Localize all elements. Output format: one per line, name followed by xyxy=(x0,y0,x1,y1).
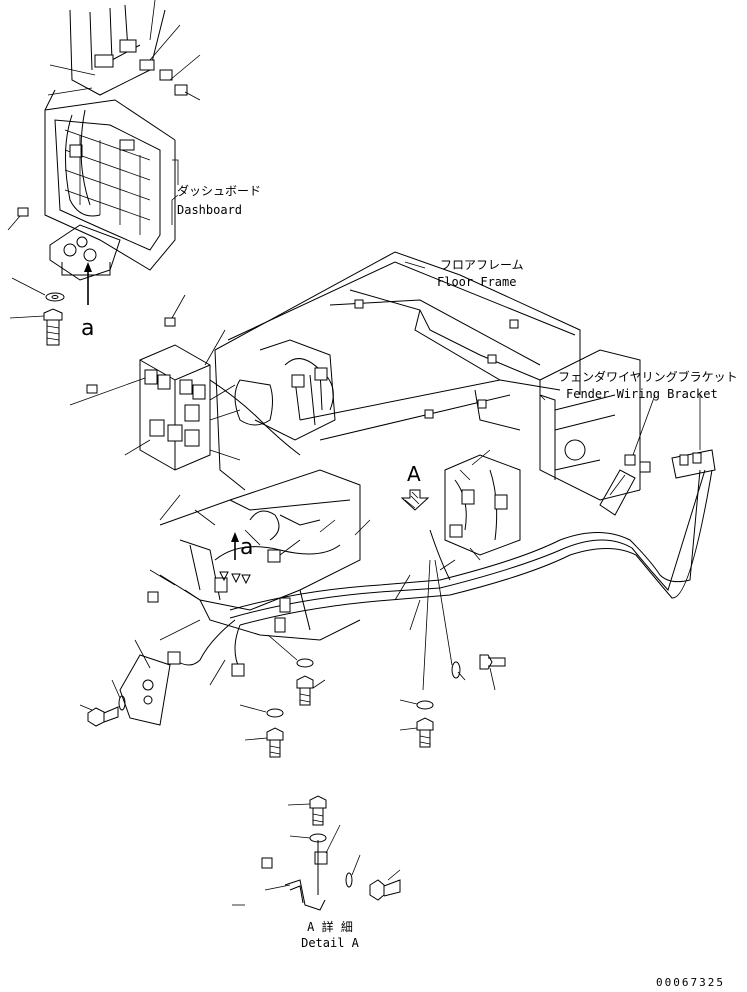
main-harness xyxy=(147,469,713,686)
fasteners-center xyxy=(239,634,326,758)
fender-bracket-label-en: Fender Wiring Bracket xyxy=(566,387,718,401)
detail-a-label-jp: A 詳 細 xyxy=(307,920,353,934)
cover-plate-lower xyxy=(79,639,171,727)
floor-frame-label-en: Floor Frame xyxy=(437,275,517,289)
view-marker-a-upper: a xyxy=(81,316,95,341)
fender-wiring-bracket xyxy=(539,394,716,516)
view-marker-a-center: a xyxy=(240,535,254,560)
detail-a-label-en: Detail A xyxy=(301,936,359,950)
floor-frame-label-jp: フロアフレーム xyxy=(440,258,524,272)
fasteners-right xyxy=(399,559,506,748)
detail-a-view xyxy=(232,795,401,911)
relay-fuse-box xyxy=(69,294,301,471)
dashboard-label-jp: ダッシュボード xyxy=(177,184,262,198)
floor-frame xyxy=(214,251,641,501)
dashboard-assembly xyxy=(7,0,201,346)
fender-bracket-label-jp: フェンダワイヤリングブラケット xyxy=(558,370,738,384)
right-harness-cluster xyxy=(429,449,521,581)
dashboard-label-en: Dashboard xyxy=(177,203,243,217)
view-marker-A: A xyxy=(407,462,421,486)
drawing-code: 00067325 xyxy=(656,976,725,989)
